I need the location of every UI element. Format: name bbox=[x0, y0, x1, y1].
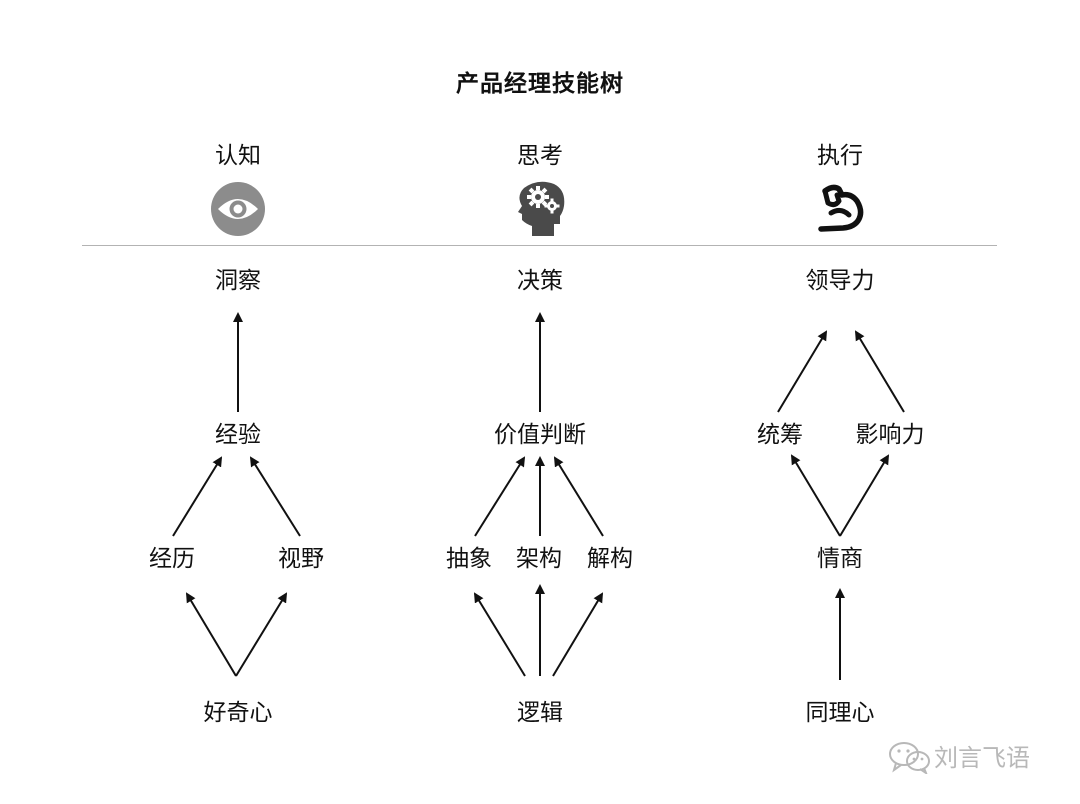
node-deconstruction: 解构 bbox=[587, 546, 633, 572]
node-history: 经历 bbox=[149, 546, 195, 572]
header-divider bbox=[82, 245, 997, 246]
watermark-text: 刘言飞语 bbox=[934, 744, 1030, 772]
node-decision: 决策 bbox=[517, 268, 563, 294]
node-influence: 影响力 bbox=[855, 422, 925, 448]
node-insight: 洞察 bbox=[215, 268, 261, 294]
node-curiosity: 好奇心 bbox=[203, 700, 273, 726]
arrow-eq-to-influence bbox=[839, 454, 890, 537]
arrow-logic-to-abstraction bbox=[473, 592, 526, 677]
arrow-eq-to-coordination bbox=[790, 454, 841, 537]
eye-icon bbox=[211, 182, 265, 236]
node-abstraction: 抽象 bbox=[446, 546, 492, 572]
node-empathy: 同理心 bbox=[805, 700, 875, 726]
category-cognition: 认知 bbox=[215, 143, 261, 169]
arrow-curiosity-to-history bbox=[185, 592, 237, 677]
node-experience: 经验 bbox=[215, 422, 261, 448]
muscle-arm-icon bbox=[818, 184, 864, 232]
category-thinking: 思考 bbox=[517, 143, 563, 169]
wechat-icon bbox=[889, 742, 930, 774]
arrow-vision-to-experience bbox=[249, 456, 301, 537]
diagram-title: 产品经理技能树 bbox=[456, 71, 624, 97]
arrow-abstraction-to-judgment bbox=[474, 456, 526, 537]
gear-head-icon bbox=[518, 181, 565, 236]
node-vision: 视野 bbox=[278, 546, 324, 572]
arrow-coordination-to-leadership bbox=[777, 330, 828, 413]
arrow-logic-to-deconstruction bbox=[552, 592, 604, 677]
node-leadership: 领导力 bbox=[805, 268, 875, 294]
arrow-history-to-experience bbox=[172, 456, 223, 537]
arrow-curiosity-to-vision bbox=[235, 592, 288, 677]
node-architecture: 架构 bbox=[516, 546, 562, 572]
arrow-deconstruction-to-judgment bbox=[553, 456, 604, 537]
node-coordination: 统筹 bbox=[757, 422, 803, 448]
node-value-judgment: 价值判断 bbox=[494, 422, 586, 448]
arrow-influence-to-leadership bbox=[854, 330, 905, 413]
node-eq: 情商 bbox=[817, 546, 863, 572]
node-logic: 逻辑 bbox=[517, 700, 563, 726]
watermark: 刘言飞语 bbox=[888, 736, 1058, 776]
category-execution: 执行 bbox=[817, 143, 863, 169]
